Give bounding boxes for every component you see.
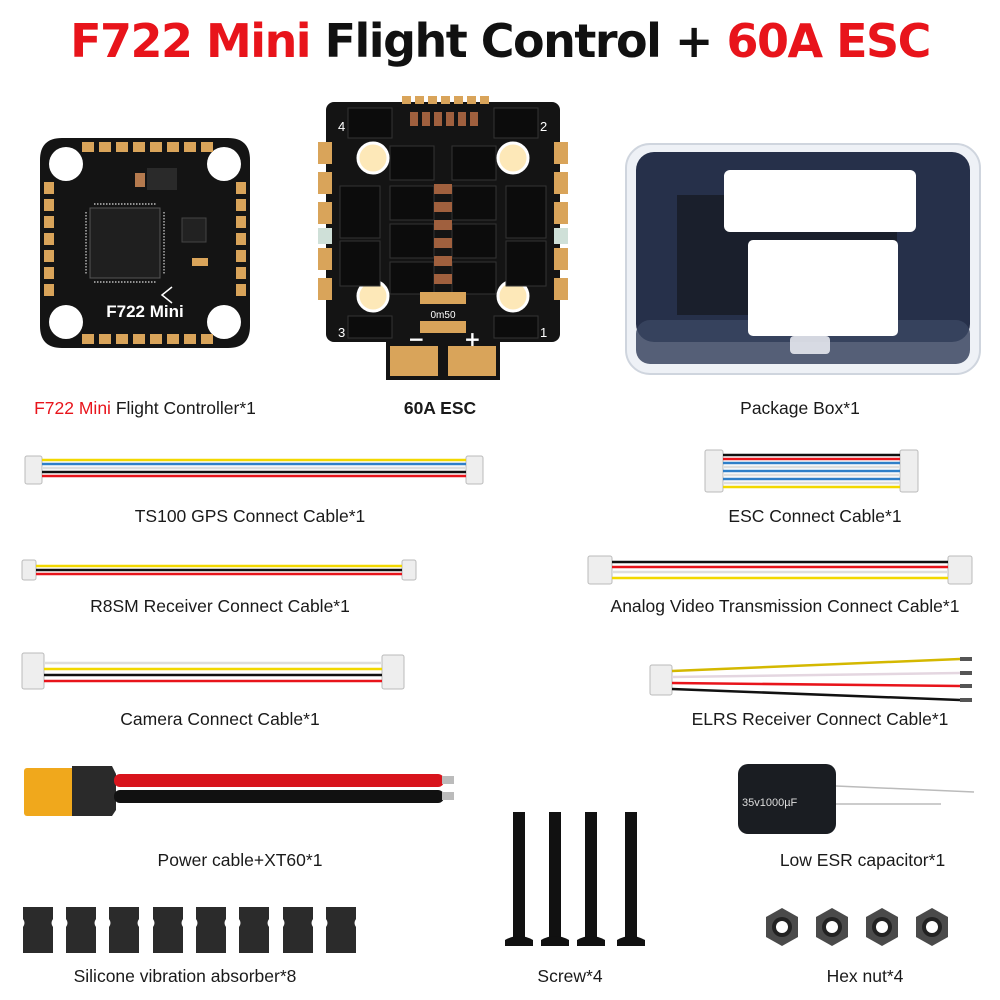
camera-cable-label: Camera Connect Cable*1 bbox=[120, 709, 320, 729]
esc-corner-3: 3 bbox=[338, 325, 345, 340]
hex-nuts-image bbox=[766, 908, 948, 946]
title-middle: Flight Control + bbox=[310, 14, 727, 68]
fc-board-text: F722 Mini bbox=[106, 302, 183, 321]
capacitor-image: 35v1000µF bbox=[738, 764, 975, 834]
r8sm-cable-label: R8SM Receiver Connect Cable*1 bbox=[90, 596, 350, 616]
esc-corner-4: 4 bbox=[338, 119, 345, 134]
capacitor-print: 35v1000µF bbox=[742, 797, 798, 809]
esc-cable-label: ESC Connect Cable*1 bbox=[728, 506, 902, 526]
package-box-image bbox=[622, 140, 984, 380]
package-box-label: Package Box*1 bbox=[740, 398, 860, 418]
elrs-cable-label: ELRS Receiver Connect Cable*1 bbox=[691, 709, 949, 729]
gps-cable-label: TS100 GPS Connect Cable*1 bbox=[134, 506, 366, 526]
esc-label: 60A ESC bbox=[403, 398, 477, 418]
gps-cable-image bbox=[24, 455, 484, 485]
power-cable-image bbox=[24, 766, 454, 816]
page-title: F722 Mini Flight Control + 60A ESC bbox=[0, 14, 1000, 68]
screws-image bbox=[505, 812, 645, 946]
absorbers-image bbox=[23, 907, 356, 953]
title-product-red: F722 Mini bbox=[70, 14, 312, 68]
esc-corner-2: 2 bbox=[540, 119, 547, 134]
absorbers-label: Silicone vibration absorber*8 bbox=[73, 966, 297, 986]
capacitor-label: Low ESR capacitor*1 bbox=[779, 850, 946, 870]
esc-corner-1: 1 bbox=[540, 325, 547, 340]
esc-minus: − bbox=[408, 327, 425, 351]
flight-controller-image: F722 Mini bbox=[32, 130, 258, 356]
esc-shunt-text: 0m50 bbox=[430, 310, 455, 321]
screws-label: Screw*4 bbox=[537, 966, 603, 986]
title-esc-red: 60A ESC bbox=[726, 14, 931, 68]
hex-nuts-label: Hex nut*4 bbox=[826, 966, 904, 986]
esc-image: 0m50 4 2 3 1 − + bbox=[318, 96, 568, 386]
vtx-cable-label: Analog Video Transmission Connect Cable*… bbox=[610, 596, 960, 616]
esc-plus: + bbox=[464, 327, 481, 351]
flight-controller-label: F722 Mini Flight Controller*1 bbox=[34, 398, 256, 418]
cables-illustration bbox=[21, 449, 973, 702]
power-cable-label: Power cable+XT60*1 bbox=[157, 850, 323, 870]
